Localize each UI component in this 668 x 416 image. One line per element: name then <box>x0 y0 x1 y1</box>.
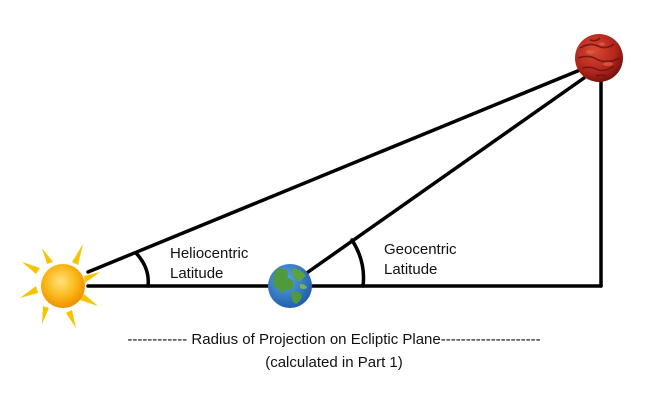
earth-to-planet-line <box>299 76 586 279</box>
radius-calculation-note: (calculated in Part 1) <box>265 354 403 371</box>
geometry-lines <box>86 68 603 288</box>
geocentric-angle-arc <box>350 238 366 288</box>
planet-icon <box>575 34 623 82</box>
earth-icon <box>268 264 312 308</box>
sun-icon <box>20 244 100 328</box>
radius-projection-label: ------------ Radius of Projection on Ecl… <box>127 331 541 348</box>
sun-to-planet-line <box>86 68 582 274</box>
geocentric-label-line1: Geocentric <box>384 241 457 258</box>
heliocentric-label-line2: Latitude <box>170 265 224 282</box>
geocentric-label-line2: Latitude <box>384 261 438 278</box>
heliocentric-angle-arc <box>134 251 150 288</box>
heliocentric-label-line1: Heliocentric <box>170 245 249 262</box>
